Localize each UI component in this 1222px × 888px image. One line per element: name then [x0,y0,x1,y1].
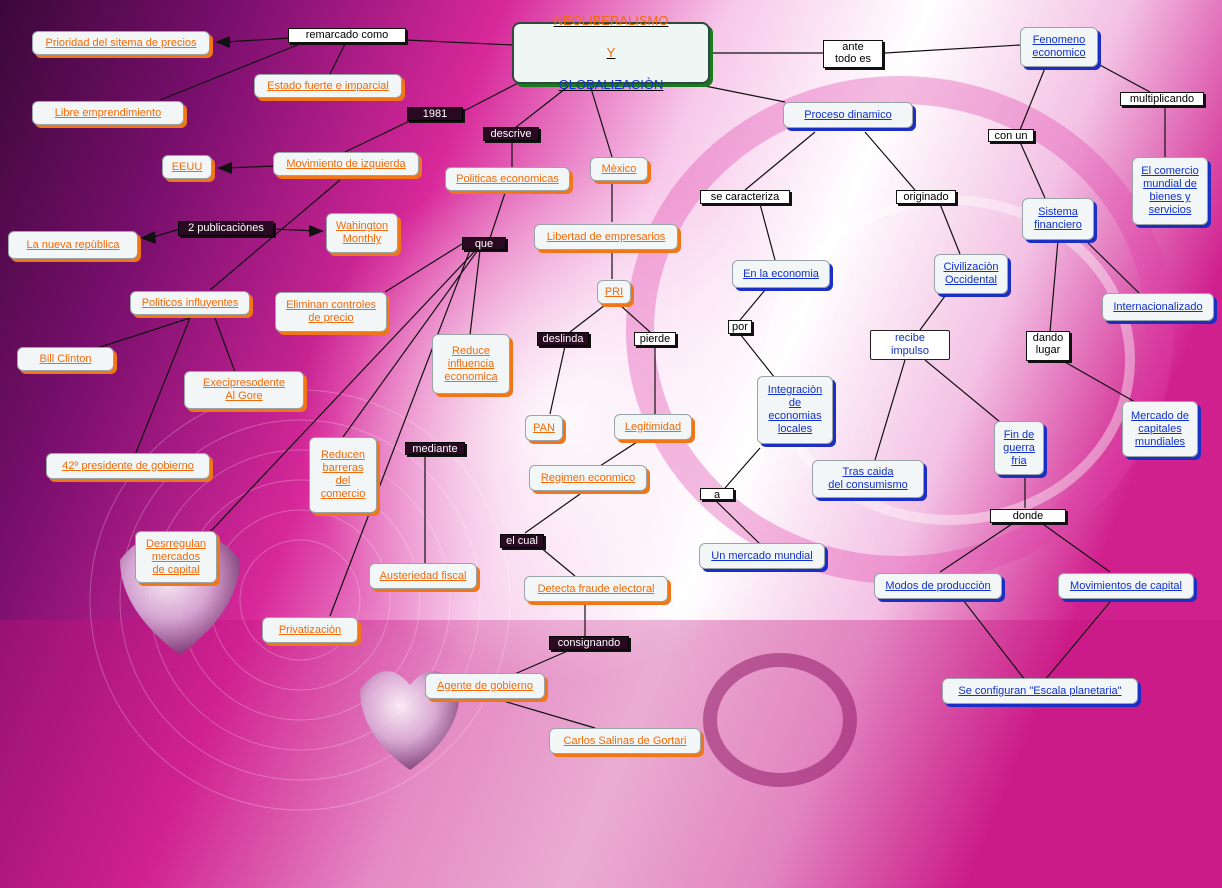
link-multiplicando: multiplicando [1120,92,1204,106]
node-eliminan-controles[interactable]: Eliminan controles de precio [275,292,387,332]
node-reduce-influencia[interactable]: Reduce influencia economica [432,334,510,394]
node-mexico[interactable]: Mèxico [590,157,648,181]
node-reducen-barreras[interactable]: Reducen barreras del comercio [309,437,377,513]
node-integracion-economias[interactable]: Integraciòn de economias locales [757,376,833,444]
node-civilizacion-occidental[interactable]: Civilizaciòn Occidental [934,254,1008,294]
link-deslinda: deslinda [537,332,589,346]
node-bill-clinton[interactable]: Bill Clinton [17,347,114,371]
link-consignando: consignando [549,636,629,650]
link-a: a [700,488,734,501]
node-agente-gobierno[interactable]: Agente de gobierno [425,673,545,699]
node-libre-emprendimiento[interactable]: Libre emprendimiento [32,101,184,125]
node-austeridad-fiscal[interactable]: Austeriedad fiscal [369,563,477,589]
node-recibe-impulso: recibe impulso [870,330,950,360]
link-dando-lugar: dando lugar [1026,331,1070,361]
link-pierde: pierde [634,332,676,346]
link-que: que [462,237,506,250]
link-por: por [728,320,752,334]
link-se-caracteriza: se caracteriza [700,190,790,204]
node-mercado-capitales[interactable]: Mercado de capitales mundiales [1122,401,1198,457]
node-tras-caida[interactable]: Tras caida del consumismo [812,460,924,498]
node-regimen-economico[interactable]: Regimen econmico [529,465,647,491]
central-line-1: NEOLIBERALISMO [553,13,669,28]
node-pri[interactable]: PRI [597,280,631,304]
node-pan[interactable]: PAN [525,415,563,441]
link-mediante: mediante [405,442,465,455]
link-ante-todo-es: ante todo es [823,40,883,68]
central-topic[interactable]: NEOLIBERALISMO Y GLOBALIZACIÒN [512,13,710,92]
link-originado: originado [896,190,956,204]
link-donde: donde [990,509,1066,523]
node-washington-monthly[interactable]: Wahington Monthly [326,213,398,253]
node-politicas-economicas[interactable]: Politicas economicas [445,167,570,191]
link-el-cual: el cual [500,534,544,548]
link-describe: descrive [483,127,539,141]
node-fenomeno-economico[interactable]: Fenomeno economico [1020,27,1098,67]
node-libertad-empresarios[interactable]: Libertad de empresarios [534,224,678,250]
node-carlos-salinas[interactable]: Carlos Salinas de Gortari [549,728,701,754]
central-line-2: Y [606,45,616,60]
link-2-publicaciones: 2 publicaciònes [178,221,274,236]
node-estado-fuerte[interactable]: Estado fuerte e imparcial [254,74,402,98]
node-prioridad-precios[interactable]: Prioridad del sitema de precios [32,31,210,55]
node-al-gore[interactable]: Execipresodente Al Gore [184,371,304,409]
node-movimientos-capital[interactable]: Movimientos de capital [1058,573,1194,599]
node-sistema-financiero[interactable]: Sistema financiero [1022,198,1094,240]
node-mercado-mundial[interactable]: Un mercado mundial [699,543,825,569]
link-con-un: con un [988,129,1034,142]
link-1981: 1981 [407,107,463,121]
node-internacionalizado[interactable]: Internacionalizado [1102,293,1214,321]
node-politicos-influyentes[interactable]: Politicos influyentes [130,291,250,315]
node-modos-produccion[interactable]: Modos de producciòn [874,573,1002,599]
link-remarcado-como: remarcado como [288,28,406,43]
node-eeuu[interactable]: EEUU [162,155,212,179]
node-fin-guerra-fria[interactable]: Fin de guerra fria [994,421,1044,475]
node-42-presidente[interactable]: 42º presidente de gobierno [46,453,210,479]
node-desregulan-mercados[interactable]: Desrregulan mercados de capital [135,531,217,583]
node-proceso-dinamico[interactable]: Proceso dinamico [783,102,913,128]
node-movimiento-izquierda[interactable]: Movimiento de izquierda [273,152,419,176]
node-en-la-economia[interactable]: En la economia [732,260,830,288]
node-legitimidad[interactable]: Legitimidad [614,414,692,440]
central-line-3: GLOBALIZACIÒN [558,77,664,92]
node-comercio-mundial[interactable]: El comercio mundial de bienes y servicio… [1132,157,1208,225]
node-privatizacion[interactable]: Privatizaciòn [262,617,358,643]
node-nueva-republica[interactable]: La nueva repùblica [8,231,138,259]
node-escala-planetaria[interactable]: Se configuran "Escala planetaria" [942,678,1138,704]
node-detecta-fraude[interactable]: Detecta fraude electoral [524,576,668,602]
